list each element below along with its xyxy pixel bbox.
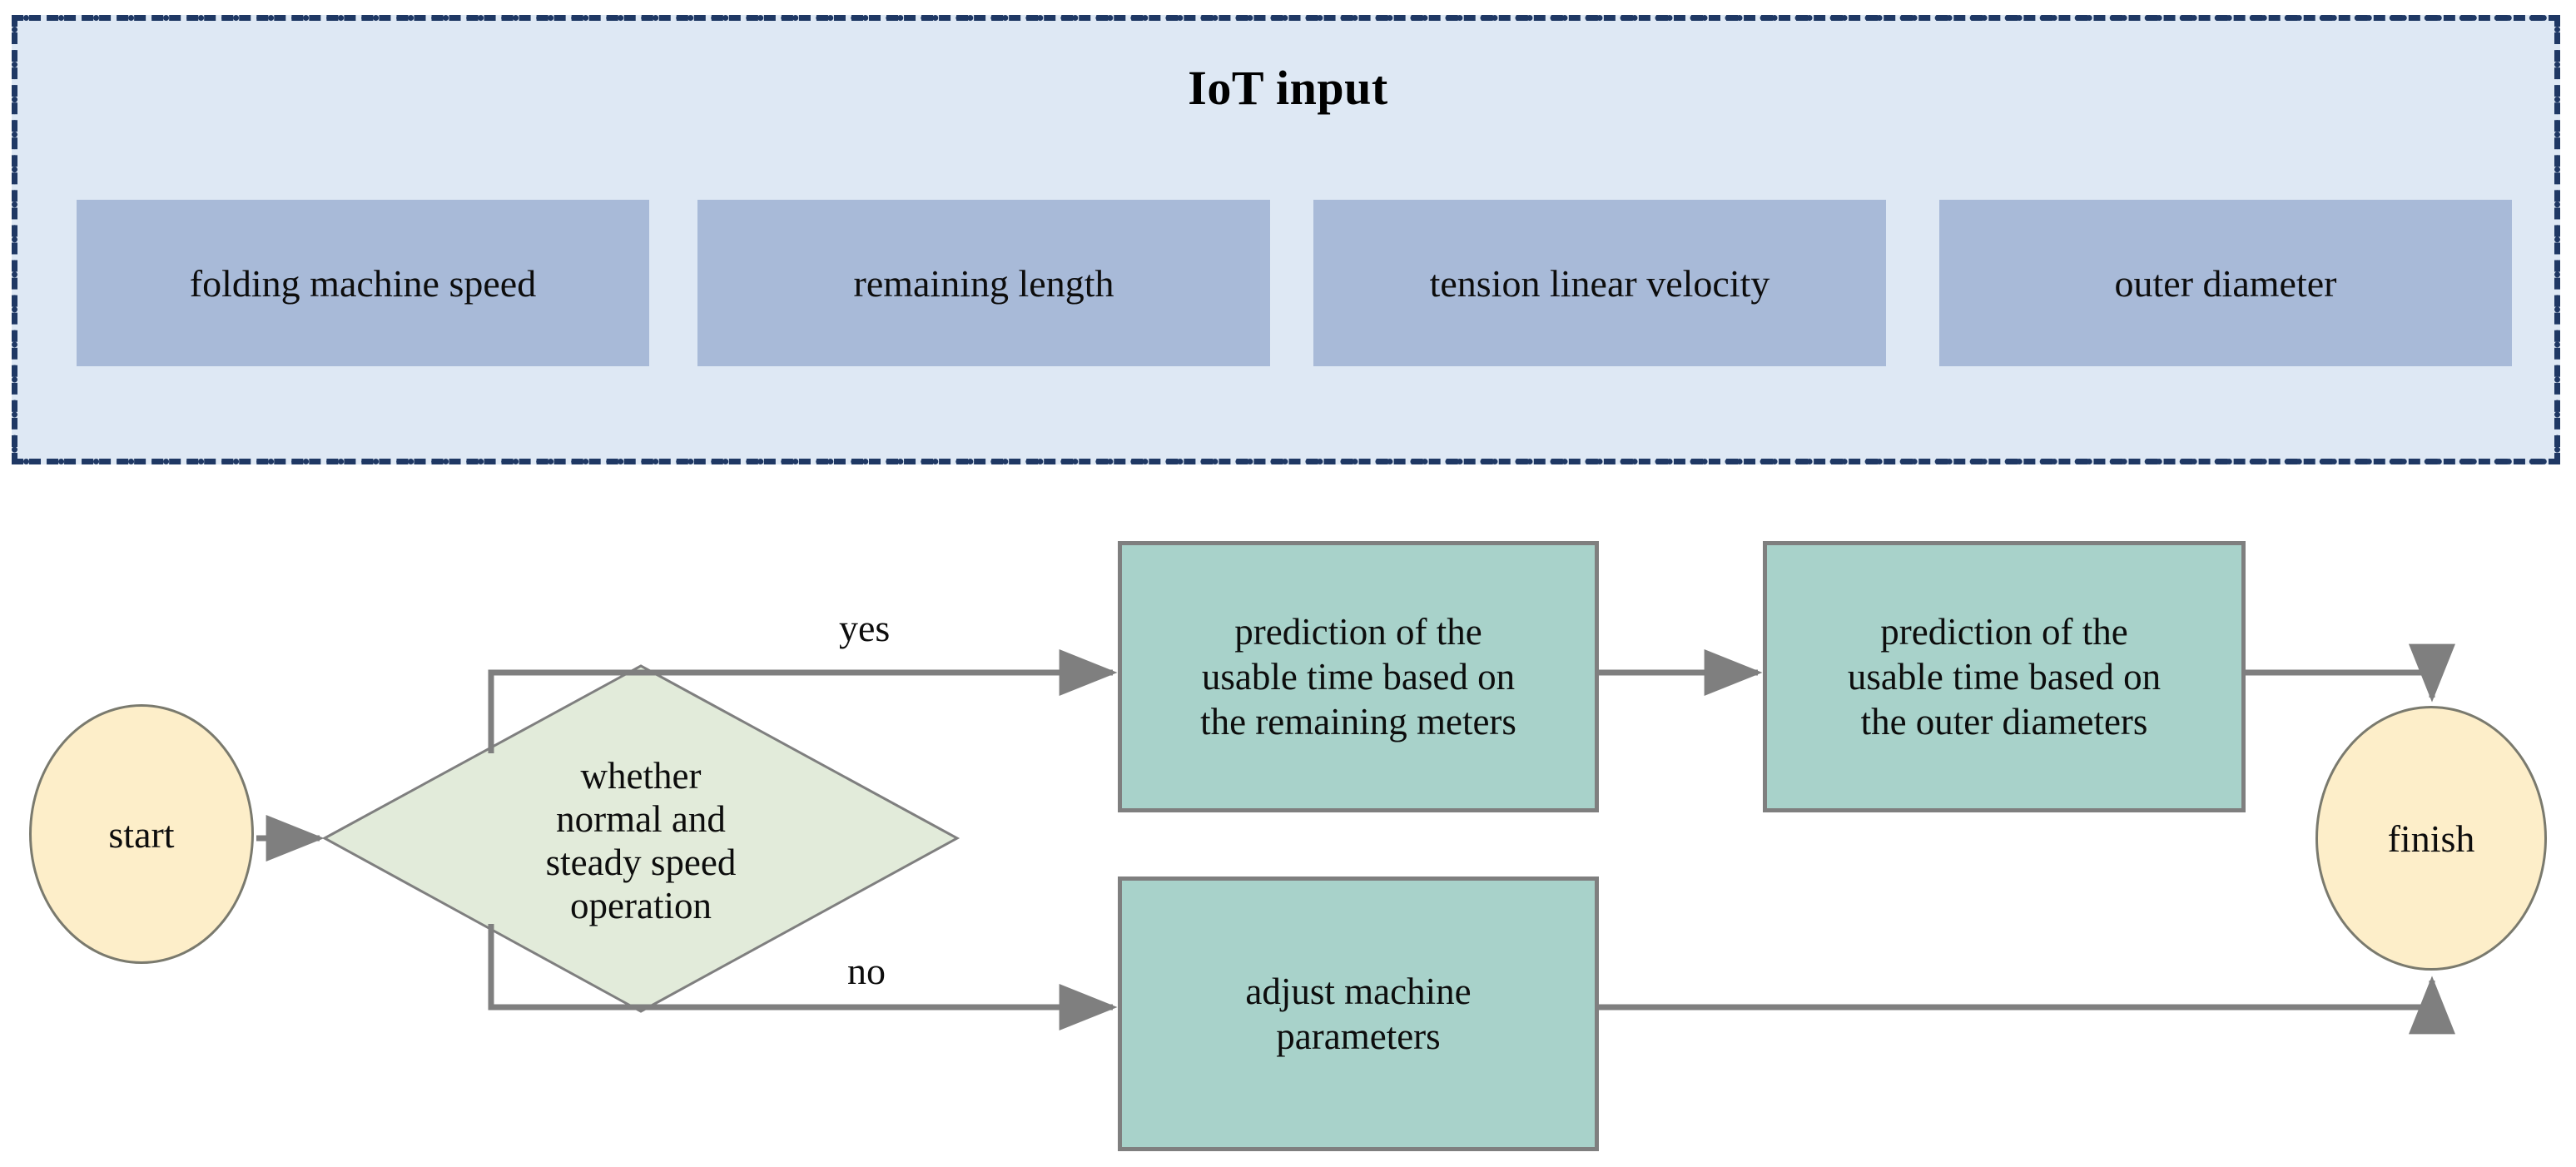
finish-terminal-shape[interactable] bbox=[2315, 706, 2547, 971]
edge-label-no: no bbox=[847, 950, 886, 992]
iot-input-box-tension-linear-velocity[interactable]: tension linear velocity bbox=[1313, 200, 1886, 366]
decision-diamond-shape[interactable] bbox=[321, 664, 960, 1013]
edge-label-yes: yes bbox=[839, 607, 891, 649]
edge-decision-yes-to-prediction-remaining bbox=[488, 649, 1118, 753]
iot-input-box-folding-machine-speed[interactable]: folding machine speed bbox=[77, 200, 649, 366]
process-box-adjust-machine-parameters[interactable] bbox=[1118, 876, 1599, 1151]
iot-input-label: folding machine speed bbox=[189, 261, 537, 305]
iot-input-box-outer-diameter[interactable]: outer diameter bbox=[1939, 200, 2512, 366]
iot-input-box-remaining-length[interactable]: remaining length bbox=[697, 200, 1270, 366]
edge-prediction-outer-to-finish bbox=[2246, 643, 2455, 703]
process-box-prediction-remaining-meters[interactable] bbox=[1118, 541, 1599, 812]
edge-adjust-to-finish bbox=[1599, 976, 2455, 1035]
iot-input-label: tension linear velocity bbox=[1429, 261, 1770, 305]
iot-input-title: IoT input bbox=[1188, 61, 1388, 115]
iot-input-label: outer diameter bbox=[2114, 261, 2337, 305]
edge-decision-no-to-adjust bbox=[488, 924, 1118, 1030]
start-terminal-shape[interactable] bbox=[29, 704, 254, 964]
iot-input-label: remaining length bbox=[853, 261, 1114, 305]
process-box-prediction-outer-diameters[interactable] bbox=[1763, 541, 2246, 812]
